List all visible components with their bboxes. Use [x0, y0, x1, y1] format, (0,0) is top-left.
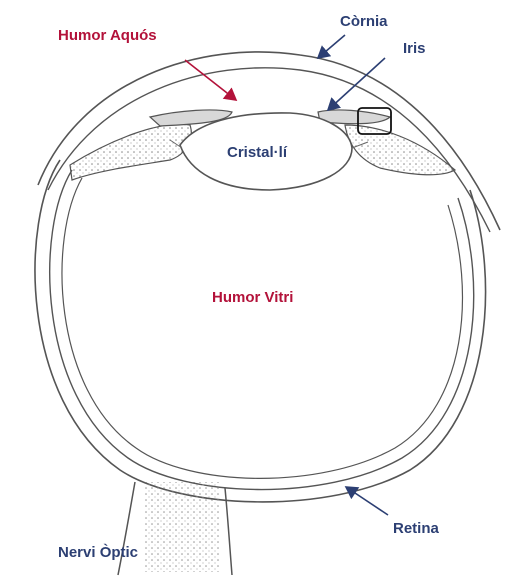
- label-cristalli: Cristal·lí: [227, 144, 288, 161]
- arrow-humor-aquos: [185, 60, 236, 100]
- optic-nerve-fibers: [145, 482, 220, 572]
- sclera-outer: [35, 160, 486, 502]
- label-nervi-optic: Nervi Òptic: [58, 543, 138, 561]
- label-iris: Iris: [403, 40, 426, 57]
- arrow-retina: [346, 487, 388, 515]
- retina-line: [62, 178, 462, 478]
- arrow-cornia: [318, 35, 345, 58]
- ciliary-body-left: [70, 124, 191, 180]
- label-retina: Retina: [393, 520, 440, 537]
- label-cornia: Còrnia: [340, 13, 388, 30]
- label-humor-vitri: Humor Vitri: [212, 289, 293, 306]
- sclera-inner: [50, 170, 474, 490]
- arrow-iris: [328, 58, 385, 110]
- label-humor-aquos: Humor Aquós: [58, 27, 157, 44]
